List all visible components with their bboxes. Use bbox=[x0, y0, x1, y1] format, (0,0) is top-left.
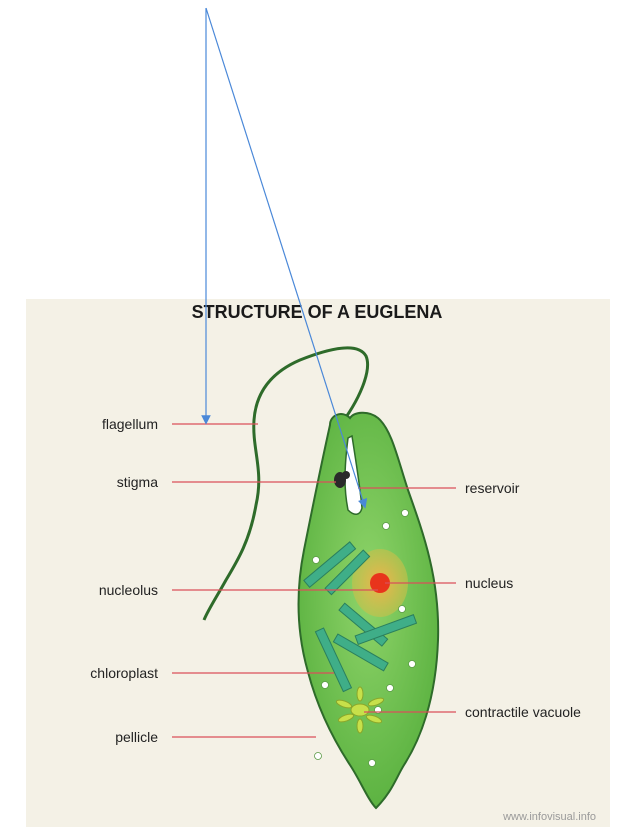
granule bbox=[399, 606, 406, 613]
granule bbox=[322, 682, 329, 689]
granule bbox=[383, 523, 390, 530]
granule bbox=[409, 661, 416, 668]
diagram-title: STRUCTURE OF A EUGLENA bbox=[192, 302, 443, 322]
granule bbox=[387, 685, 394, 692]
label-reservoir: reservoir bbox=[465, 480, 520, 496]
granule bbox=[402, 510, 409, 517]
label-stigma: stigma bbox=[117, 474, 158, 490]
granule bbox=[313, 557, 320, 564]
granule bbox=[369, 760, 376, 767]
label-nucleolus: nucleolus bbox=[99, 582, 158, 598]
vacuole-petal bbox=[357, 719, 363, 733]
stigma-spot-part bbox=[342, 471, 350, 479]
vacuole-core bbox=[351, 704, 369, 716]
label-pellicle: pellicle bbox=[115, 729, 158, 745]
label-flagellum: flagellum bbox=[102, 416, 158, 432]
vacuole-petal bbox=[357, 687, 363, 701]
granule bbox=[315, 753, 322, 760]
watermark: www.infovisual.info bbox=[502, 811, 596, 823]
label-chloroplast: chloroplast bbox=[90, 665, 158, 681]
label-contractile-vacuole: contractile vacuole bbox=[465, 704, 581, 720]
label-nucleus: nucleus bbox=[465, 575, 513, 591]
